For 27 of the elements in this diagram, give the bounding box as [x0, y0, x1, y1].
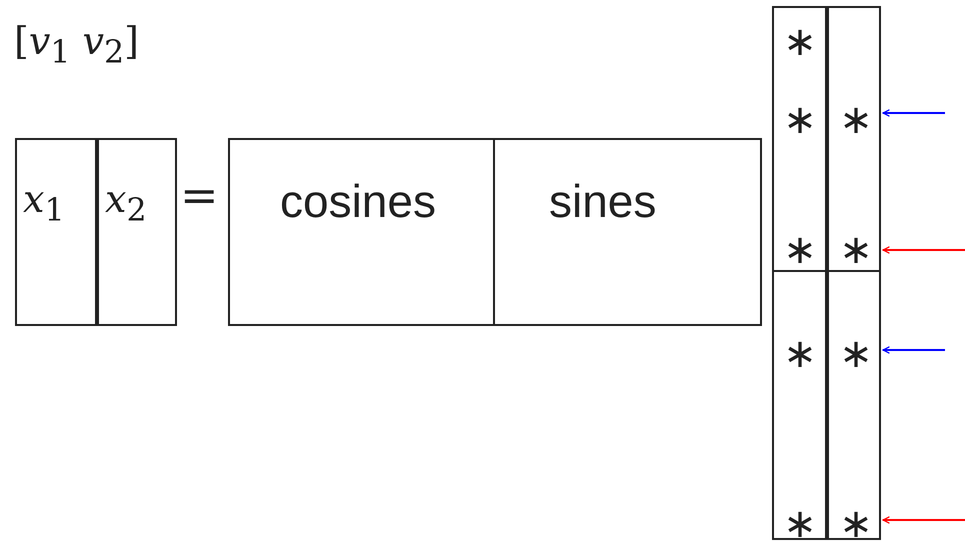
matrix-block: [493, 138, 762, 326]
asterisk: ∗: [783, 504, 817, 541]
vector-label: [v$_{1}$ v$_{2}$]: [14, 22, 139, 70]
arrow: [882, 516, 965, 524]
variable-label: x$_{2}$: [105, 180, 147, 228]
arrow: [882, 346, 945, 354]
asterisk: ∗: [839, 504, 873, 541]
matrix-block: [228, 138, 495, 326]
matrix-block: [772, 270, 827, 540]
asterisk: ∗: [783, 230, 817, 270]
variable-label: x$_{1}$: [23, 180, 65, 228]
arrow: [882, 246, 965, 254]
matrix-block: [825, 270, 881, 540]
asterisk: ∗: [783, 22, 817, 62]
asterisk: ∗: [839, 230, 873, 270]
matrix-block: [825, 6, 881, 272]
asterisk: ∗: [783, 334, 817, 374]
vector-box: [15, 138, 97, 326]
block-label: cosines: [280, 178, 436, 224]
asterisk: ∗: [839, 100, 873, 140]
vector-box: [95, 138, 177, 326]
equals-sign: =: [180, 172, 219, 218]
arrow: [882, 109, 945, 117]
asterisk: ∗: [839, 334, 873, 374]
matrix-block: [772, 6, 827, 272]
asterisk: ∗: [783, 100, 817, 140]
block-label: sines: [549, 178, 656, 224]
